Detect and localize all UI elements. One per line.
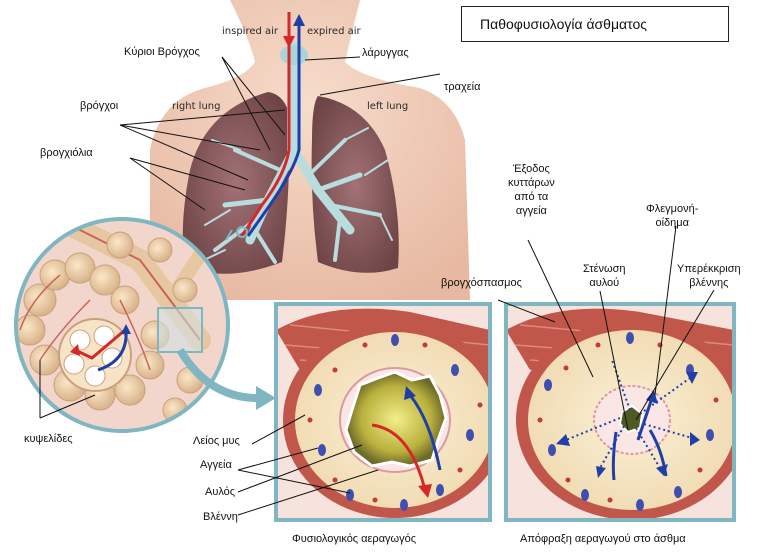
- label-bronchospasm: βρογχόσπασμος: [441, 276, 522, 290]
- page-title: Παθοφυσιολογία άσθματος: [480, 16, 647, 32]
- asthma-airway-panel: [506, 304, 748, 520]
- label-vessels: Αγγεία: [200, 458, 232, 472]
- inspired-air-tag: inspired air: [222, 26, 278, 37]
- label-alveoli: κυψελίδες: [24, 432, 73, 446]
- caption-asthma-airway: Απόφραξη αεραγωγού στο άσθμα: [520, 532, 686, 546]
- label-lumen: Αυλός: [205, 485, 235, 499]
- label-bronchi: βρόγχοι: [80, 99, 118, 113]
- expired-air-tag: expired air: [307, 26, 361, 37]
- label-cell-exit: Έξοδος κυττάρων από τα αγγεία: [508, 162, 555, 218]
- label-mucus-hypersecretion: Υπερέκκριση βλέννης: [677, 262, 741, 290]
- title-box: Παθοφυσιολογία άσθματος: [461, 6, 729, 42]
- caption-normal-airway: Φυσιολογικός αεραγωγός: [292, 532, 416, 546]
- label-narrowing: Στένωση αυλού: [583, 262, 626, 290]
- label-larynx: λάρυγγας: [362, 46, 409, 60]
- left-lung-tag: left lung: [367, 101, 408, 112]
- normal-airway-panel: [276, 304, 507, 520]
- label-trachea: τραχεία: [444, 80, 480, 94]
- label-inflammation: Φλεγμονή- οίδημα: [646, 202, 698, 230]
- label-bronchioles: βρογχιόλια: [40, 146, 93, 160]
- right-lung-tag: right lung: [172, 101, 220, 112]
- larynx: [280, 45, 308, 65]
- label-main-bronchi: Κύριοι Βρόγχος: [124, 45, 200, 59]
- label-smooth-muscle: Λείος μυς: [193, 434, 240, 448]
- label-mucus: Βλέννη: [203, 510, 238, 524]
